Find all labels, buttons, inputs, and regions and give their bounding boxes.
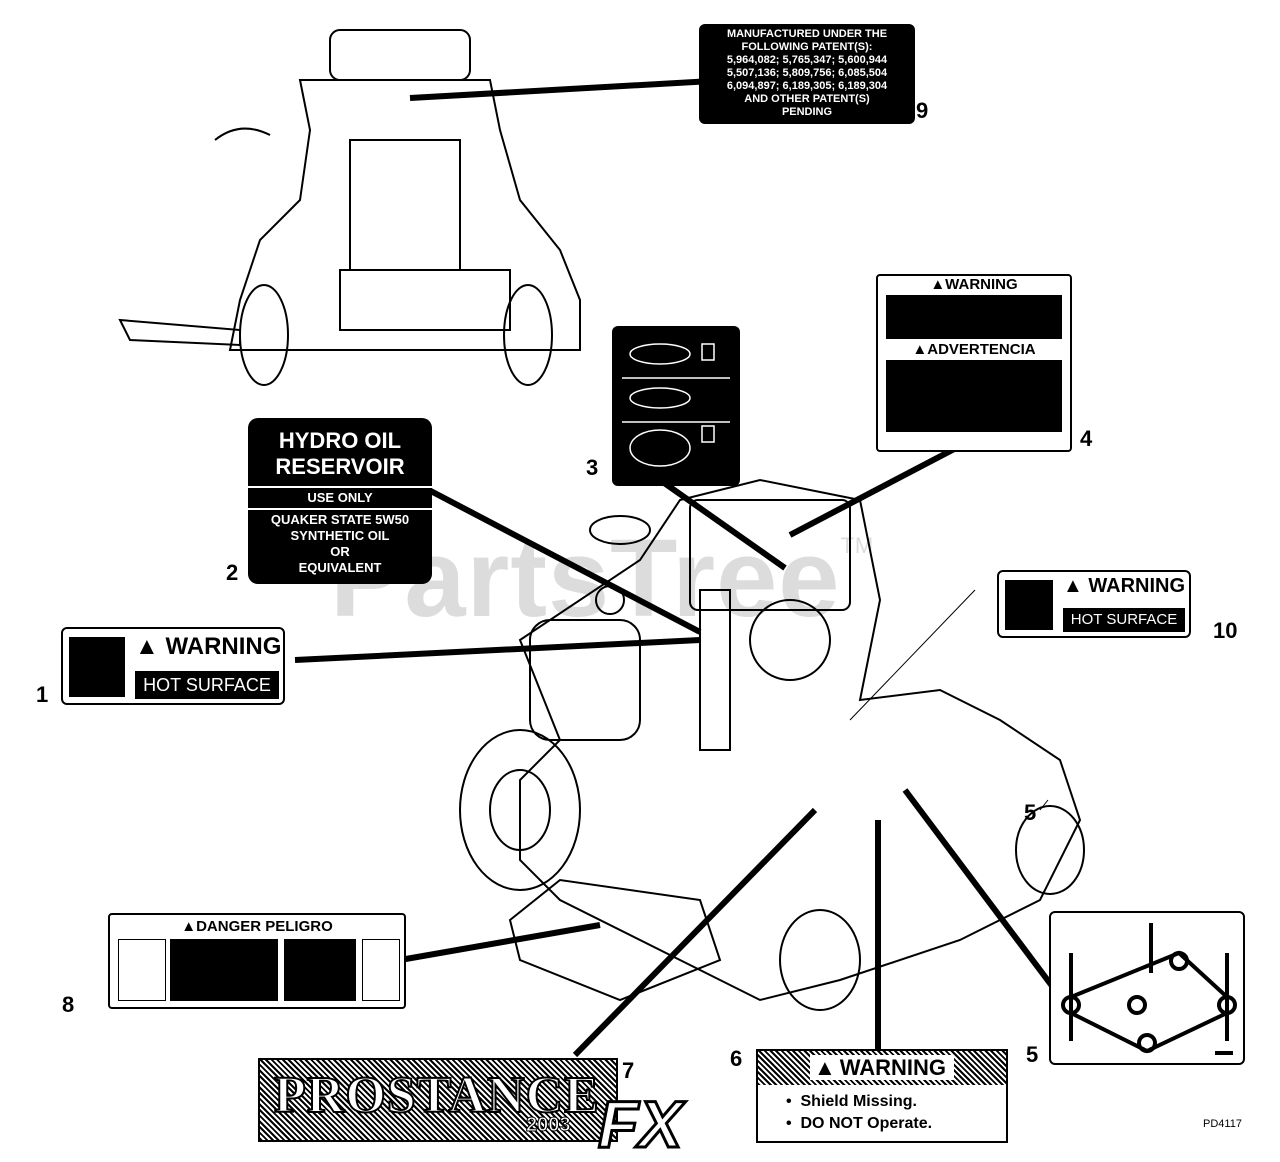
label-4-heading-2-text: ADVERTENCIA: [927, 341, 1036, 358]
callout-6: 6: [730, 1046, 743, 1071]
label-4-heading-1: ▲WARNING: [930, 276, 1018, 293]
warning-text: WARNING: [1088, 575, 1186, 597]
patent-line: PENDING: [781, 106, 833, 118]
danger-pictogram-icon: [362, 939, 400, 1001]
callout-5b: 5: [1026, 1042, 1039, 1067]
patent-line: 5,964,082; 5,765,347; 5,600,944: [726, 54, 888, 66]
prostance-text: PROSTANCE: [273, 1066, 600, 1125]
label-4-text-block: [886, 295, 1062, 339]
danger-heading: ▲DANGER PELIGRO: [181, 918, 333, 935]
callout-1: 1: [36, 682, 49, 707]
control-pictogram-label: [612, 326, 740, 486]
belt-routing-icon: [1061, 923, 1237, 1055]
hydro-divider: [248, 486, 432, 488]
hand-burn-icon: [1005, 580, 1053, 630]
label-4-text-block: [886, 360, 1062, 432]
hydro-divider: [248, 508, 432, 510]
shield-line: • DO NOT Operate.: [786, 1115, 933, 1132]
shield-missing-label: ▲WARNING • Shield Missing. • DO NOT Oper…: [756, 1049, 1008, 1143]
danger-text-block: [170, 939, 278, 1001]
hydro-oil-label: HYDRO OIL RESERVOIR USE ONLY QUAKER STAT…: [248, 418, 432, 584]
patent-line: 5,507,136; 5,809,756; 6,085,504: [726, 67, 888, 79]
hydro-line: EQUIVALENT: [298, 560, 382, 575]
patent-line: AND OTHER PATENT(S): [744, 93, 870, 105]
callout-4: 4: [1080, 426, 1093, 451]
patent-label: MANUFACTURED UNDER THE FOLLOWING PATENT(…: [699, 24, 915, 124]
hydro-line: USE ONLY: [307, 490, 373, 505]
hydro-title-2: RESERVOIR: [275, 454, 405, 479]
drawing-code: PD4117: [1203, 1118, 1242, 1130]
prostance-fx: FX: [596, 1086, 683, 1162]
shield-warning-heading-text: WARNING: [835, 1055, 951, 1080]
patent-line: FOLLOWING PATENT(S):: [741, 41, 873, 53]
shield-line: • Shield Missing.: [786, 1093, 917, 1110]
callout-8: 8: [62, 992, 75, 1017]
label-4-heading-2: ▲ADVERTENCIA: [912, 341, 1036, 358]
shield-line-text: Shield Missing.: [800, 1093, 917, 1110]
shield-line-text: DO NOT Operate.: [800, 1115, 933, 1132]
hot-surface-label-10: ▲ WARNING HOT SURFACE: [997, 570, 1191, 638]
shield-warning-heading: ▲WARNING: [758, 1051, 1006, 1085]
warning-advertencia-label: ▲WARNING ▲ADVERTENCIA: [876, 274, 1072, 452]
danger-text-block: [284, 939, 356, 1001]
warning-triangle-icon: ▲: [135, 633, 159, 660]
hydro-line: SYNTHETIC OIL: [290, 528, 390, 543]
warning-heading: ▲ WARNING: [1063, 575, 1185, 598]
danger-heading-text: DANGER PELIGRO: [196, 918, 333, 935]
hydro-line: OR: [330, 544, 350, 559]
callout-2: 2: [226, 560, 239, 585]
callout-7: 7: [622, 1058, 635, 1083]
hot-surface-bar: HOT SURFACE: [1063, 608, 1185, 632]
callout-9: 9: [916, 98, 929, 123]
belt-routing-label: [1049, 911, 1245, 1065]
hand-burn-icon: [69, 637, 125, 697]
callout-5a: 5: [1024, 800, 1037, 825]
control-pictogram-icon: [622, 343, 730, 467]
prostance-sub: 2003: [526, 1114, 571, 1137]
hot-surface-label-1: ▲ WARNING HOT SURFACE: [61, 627, 285, 705]
hydro-title-1: HYDRO OIL: [278, 428, 402, 453]
patent-line: MANUFACTURED UNDER THE: [726, 28, 888, 40]
patent-line: 6,094,897; 6,189,305; 6,189,304: [726, 80, 888, 92]
warning-text: WARNING: [165, 633, 282, 660]
callout-10: 10: [1213, 618, 1238, 643]
callout-3: 3: [586, 455, 599, 480]
prostance-decal: PROSTANCE 2003: [258, 1058, 618, 1142]
danger-pictogram-icon: [118, 939, 166, 1001]
warning-heading: ▲ WARNING: [135, 633, 281, 661]
hydro-line: QUAKER STATE 5W50: [270, 512, 410, 527]
hot-surface-bar: HOT SURFACE: [135, 671, 279, 699]
danger-peligro-label: ▲DANGER PELIGRO: [108, 913, 406, 1009]
warning-triangle-icon: ▲: [1063, 575, 1083, 597]
label-4-heading-1-text: WARNING: [945, 276, 1018, 293]
